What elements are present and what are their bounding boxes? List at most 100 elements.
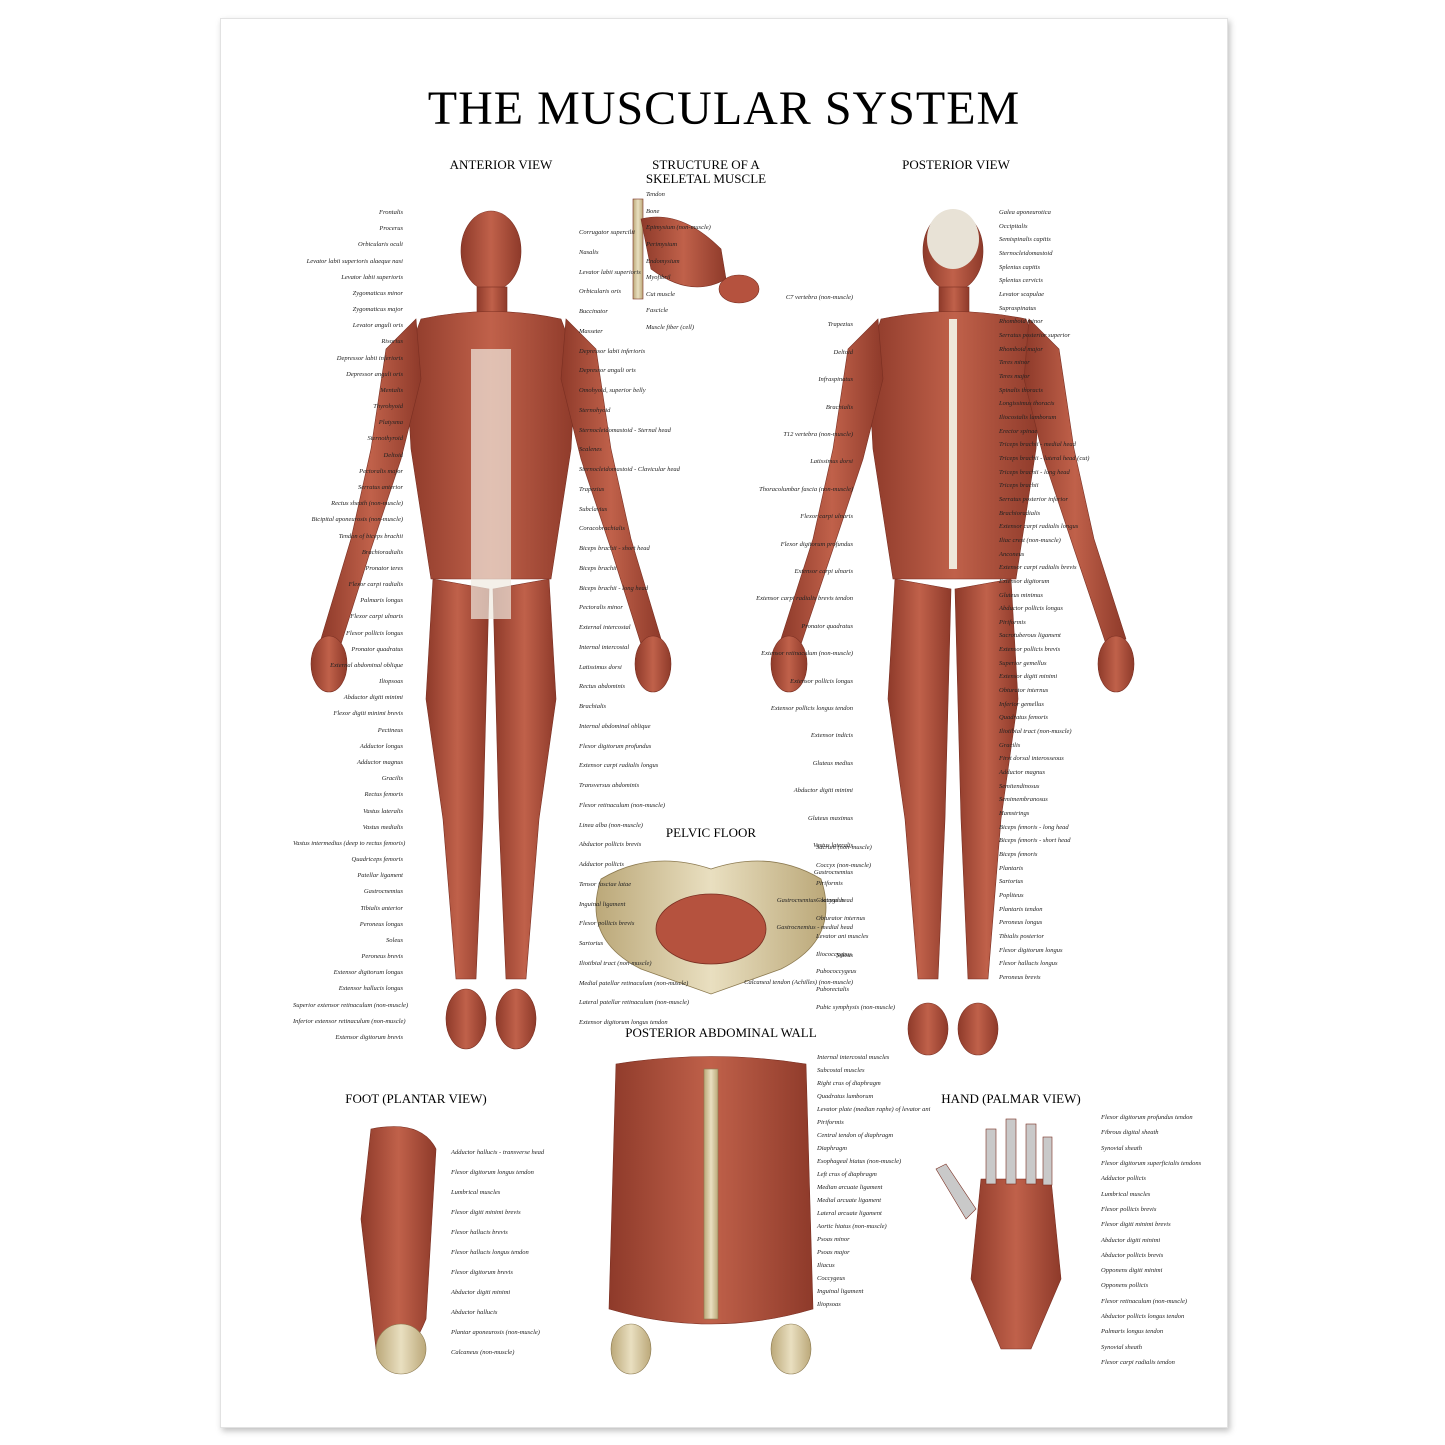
structure-labels-label: Muscle fiber (cell) xyxy=(646,324,695,331)
posterior-left-label: Gluteus maximus xyxy=(808,814,853,822)
anterior-left-label: Rectus sheath (non-muscle) xyxy=(331,500,403,508)
foot-labels-label: Lumbrical muscles xyxy=(451,1189,501,1196)
pelvic-labels-label: Piriformis xyxy=(816,879,843,887)
posterior-right-label: Flexor hallucis longus xyxy=(999,960,1058,968)
anterior-right-label: Biceps brachii xyxy=(579,564,617,572)
anterior-left-label: Extensor digitorum longus xyxy=(333,969,403,977)
heading-posterior-view: POSTERIOR VIEW xyxy=(902,157,1010,172)
posterior-right-label: Piriformis xyxy=(999,618,1026,626)
anterior-left-label: Vastus intermedius (deep to rectus femor… xyxy=(293,839,406,847)
anterior-left-label: Vastus lateralis xyxy=(363,807,403,815)
anterior-right-label: Subclavius xyxy=(579,505,608,513)
abdominal-wall-illustration xyxy=(608,1056,814,1375)
posterior-right-label: Biceps femoris xyxy=(999,851,1038,859)
anterior-right-label: Flexor digitorum profundus xyxy=(579,742,652,750)
anterior-left-label: Gracilis xyxy=(381,775,403,783)
posterior-left-label: Extensor carpi ulnaris xyxy=(794,568,854,575)
posterior-left-label: Flexor carpi ulnaris xyxy=(800,513,853,521)
foot-labels-label: Calcaneus (non-muscle) xyxy=(451,1349,515,1356)
posterior-right-label: Galea aponeurotica xyxy=(999,209,1051,216)
posterior-left-label: Deltoid xyxy=(833,348,854,356)
posterior-right-label: Serratus posterior inferior xyxy=(999,495,1068,503)
posterior-left-label: Gastrocnemius xyxy=(813,869,853,877)
heading-foot-plantar-view: FOOT (PLANTAR VIEW) xyxy=(345,1091,487,1106)
anterior-left-label: Abductor digiti minimi xyxy=(343,694,403,702)
foot-labels-label: Abductor hallucis xyxy=(451,1309,498,1316)
poster-title: THE MUSCULAR SYSTEM xyxy=(427,82,1021,135)
pelvic-labels-label: Puborectalis xyxy=(816,986,849,994)
anterior-right-label: External intercostal xyxy=(579,624,631,631)
heading-structure-line2: SKELETAL MUSCLE xyxy=(645,171,767,186)
pelvic-floor-illustration xyxy=(595,860,827,995)
posterior-right-label: Peroneus longus xyxy=(999,919,1043,927)
posterior-right-label: Iliocostalis lumborum xyxy=(999,413,1057,421)
pelvic-labels-label: Sacrum (non-muscle) xyxy=(816,844,872,851)
posterior-right-label: Plantaris xyxy=(999,864,1024,872)
pelvic-labels-label: Coccygeus xyxy=(816,897,845,905)
posterior-left-label: Gastrocnemius - medial head xyxy=(776,924,853,932)
abdominal-labels-label: Right crus of diaphragm xyxy=(817,1080,881,1087)
posterior-right-label: Peroneus brevis xyxy=(999,974,1041,981)
abdominal-labels-label: Iliopsoas xyxy=(817,1301,841,1308)
pelvic-labels-label: Iliococcygeus xyxy=(816,950,852,958)
heading-posterior-abdominal-wall: POSTERIOR ABDOMINAL WALL xyxy=(625,1025,817,1040)
posterior-right-label: Obturator internus xyxy=(999,687,1049,695)
posterior-right-label: Rhomboid minor xyxy=(999,318,1043,326)
anterior-right-label: Pectoralis minor xyxy=(579,604,623,612)
structure-labels-label: Epimysium (non-muscle) xyxy=(646,224,711,232)
heading-hand-palmar-view: HAND (PALMAR VIEW) xyxy=(941,1091,1081,1106)
abdominal-labels-label: Esophageal hiatus (non-muscle) xyxy=(817,1158,902,1165)
anterior-left-label: Extensor digitorum brevis xyxy=(335,1034,403,1041)
anterior-left-label: Palmaris longus xyxy=(360,597,403,605)
abdominal-labels-label: Quadratus lumborum xyxy=(817,1093,874,1100)
posterior-left-label: Extensor pollicis longus tendon xyxy=(770,705,853,712)
foot-labels-label: Flexor digitorum brevis xyxy=(451,1269,513,1276)
abdominal-labels-label: Psoas major xyxy=(817,1249,850,1256)
posterior-left-label: Vastus lateralis xyxy=(813,842,853,849)
posterior-right-label: Supraspinatus xyxy=(999,304,1037,312)
posterior-left-label: Pronator quadratus xyxy=(801,622,853,630)
anterior-right-label: Linea alba (non-muscle) xyxy=(579,821,643,829)
abdominal-labels-label: Piriformis xyxy=(817,1119,844,1126)
posterior-right-label: Serratus posterior superior xyxy=(999,331,1071,339)
posterior-right-label: Levator scapulae xyxy=(999,290,1044,298)
structure-labels-label: Bone xyxy=(646,207,660,215)
hand-labels-label: Abductor pollicis longus tendon xyxy=(1101,1313,1185,1321)
hand-labels-label: Palmaris longus tendon xyxy=(1101,1328,1164,1336)
posterior-left-label: Gastrocnemius - lateral head xyxy=(776,896,853,904)
posterior-right-label: Sartorius xyxy=(999,878,1024,886)
abdominal-labels-label: Aortic hiatus (non-muscle) xyxy=(817,1223,887,1230)
posterior-right-label: Extensor carpi radialis brevis xyxy=(999,564,1077,572)
posterior-left-label: Flexor digitorum profundus xyxy=(780,540,853,548)
foot-labels-label: Flexor digiti minimi brevis xyxy=(451,1209,521,1216)
anterior-right-label: Iliotibial tract (non-muscle) xyxy=(579,959,652,967)
anterior-left-label: Patellar ligament xyxy=(357,872,403,880)
anterior-left-label: Flexor digiti minimi brevis xyxy=(333,710,403,718)
pelvic-labels-label: Obturator internus xyxy=(816,915,866,923)
anterior-left-label: Depressor anguli oris xyxy=(346,370,403,378)
posterior-right-label: First dorsal interosseous xyxy=(999,755,1064,763)
posterior-left-label: Extensor pollicis longus xyxy=(790,677,853,685)
anterior-left-label: Sternothyroid xyxy=(367,435,403,443)
posterior-left-label: Gluteus medius xyxy=(812,759,853,767)
anterior-left-label: Mentalis xyxy=(380,386,403,394)
abdominal-labels-label: Diaphragm xyxy=(817,1145,847,1152)
posterior-right-label: Rhomboid major xyxy=(999,345,1043,353)
anterior-right-label: Internal abdominal oblique xyxy=(579,722,651,730)
anterior-right-label: Flexor pollicis brevis xyxy=(579,920,635,928)
anterior-right-label: Biceps brachii - short head xyxy=(579,545,650,552)
anterior-right-label: Depressor anguli oris xyxy=(579,367,636,375)
posterior-right-label: Splenius cervicis xyxy=(999,277,1043,285)
posterior-right-label: Hamstrings xyxy=(999,810,1030,818)
anterior-left-label: Flexor carpi radialis xyxy=(348,581,403,589)
posterior-right-label: Semitendinosus xyxy=(999,782,1040,790)
anterior-right-label: Masseter xyxy=(579,327,603,335)
hand-labels-label: Adductor pollicis xyxy=(1101,1175,1146,1183)
anterior-left-label: Inferior extensor retinaculum (non-muscl… xyxy=(293,1017,406,1025)
hand-labels-label: Abductor pollicis brevis xyxy=(1101,1251,1164,1259)
foot-labels-label: Flexor hallucis longus tendon xyxy=(451,1249,529,1256)
posterior-right-label: Erector spinae xyxy=(999,427,1038,435)
anterior-right-label: Depressor labii inferioris xyxy=(579,347,646,355)
posterior-right-label: Semispinalis capitis xyxy=(999,236,1051,244)
anterior-left-label: Procerus xyxy=(379,225,403,233)
